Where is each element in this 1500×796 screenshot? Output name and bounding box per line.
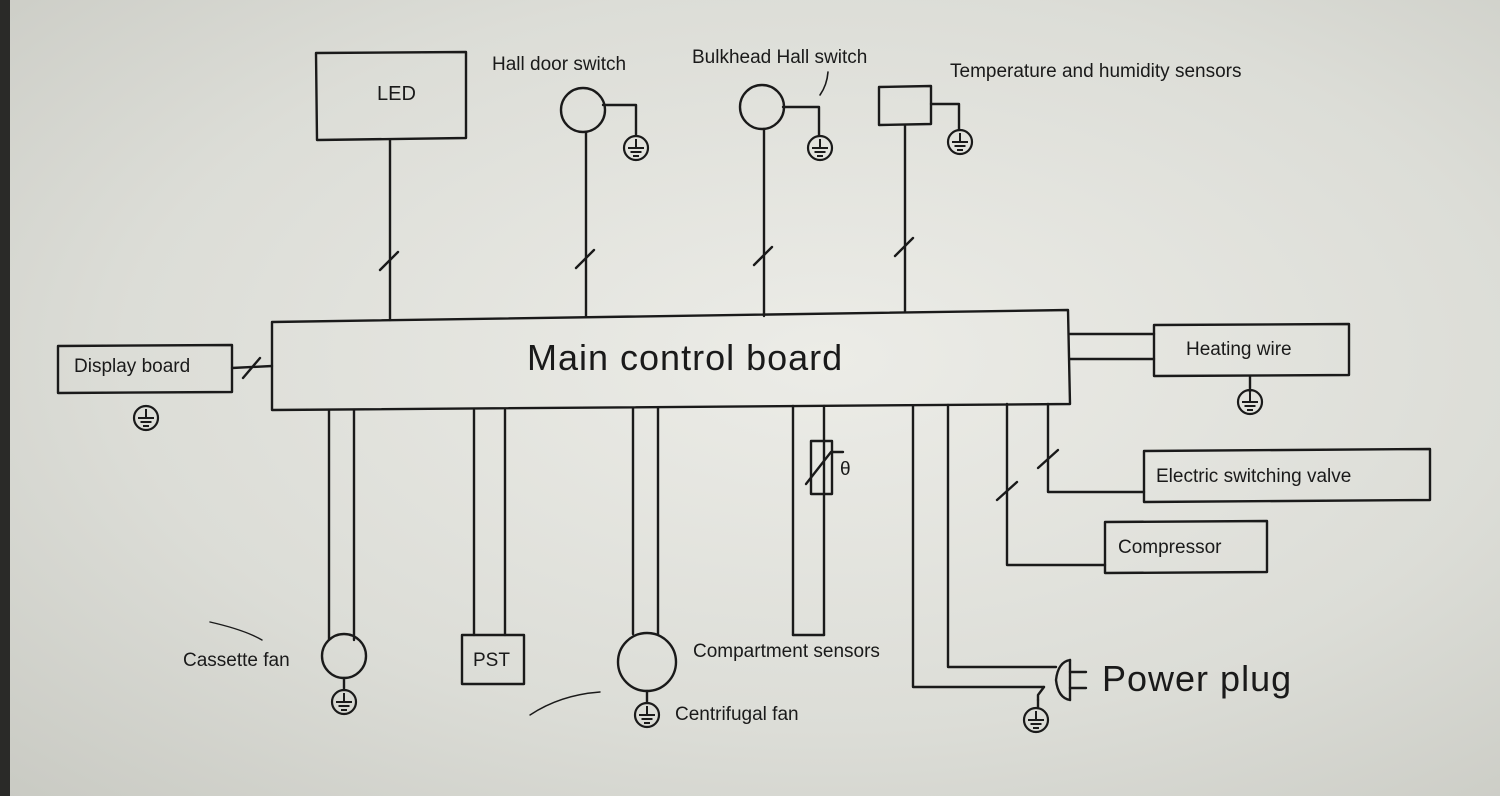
- ground-icon: [622, 134, 650, 162]
- compartment-sensors-label: Compartment sensors: [693, 641, 880, 662]
- ground-icon: [946, 128, 974, 156]
- electric-switching-valve-box: [1142, 447, 1432, 504]
- centrifugal-fan-label: Centrifugal fan: [675, 704, 799, 725]
- hall-door-switch-label: Hall door switch: [492, 54, 627, 75]
- compressor-label: Compressor: [1118, 537, 1222, 558]
- cassette-fan-label: Cassette fan: [183, 650, 290, 671]
- cassette-fan-circle: [320, 632, 368, 680]
- power-plug-symbol: [1054, 658, 1072, 702]
- electric-switching-valve-label: Electric switching valve: [1156, 466, 1352, 487]
- ground-icon: [132, 404, 160, 432]
- bulkhead-hall-switch-label: Bulkhead Hall switch: [692, 47, 868, 68]
- bulkhead-hall-switch-circle: [738, 83, 786, 131]
- led-box: [314, 50, 468, 142]
- pst-label: PST: [473, 650, 510, 671]
- centrifugal-fan-circle: [616, 631, 678, 693]
- ground-icon: [1236, 388, 1264, 416]
- temp-humidity-sensors-label: Temperature and humidity sensors: [950, 61, 1242, 82]
- ground-icon: [806, 134, 834, 162]
- ground-icon: [633, 701, 661, 729]
- main-board-box: [270, 308, 1072, 412]
- compressor-box: [1103, 519, 1269, 575]
- main-control-board-label: Main control board: [527, 337, 844, 378]
- ground-icon: [330, 688, 358, 716]
- led-label: LED: [377, 83, 416, 105]
- display-board-box: [56, 343, 234, 395]
- temp-humidity-sensor-box: [877, 84, 933, 127]
- heating-wire-label: Heating wire: [1186, 339, 1292, 360]
- hall-door-switch-circle: [559, 86, 607, 134]
- pst-box: [460, 633, 526, 686]
- thermistor-theta-label: θ: [840, 459, 851, 480]
- display-board-label: Display board: [74, 356, 191, 377]
- thermistor-symbol: [809, 439, 834, 496]
- ground-icon: [1022, 706, 1050, 734]
- power-plug-label: Power plug: [1102, 658, 1293, 699]
